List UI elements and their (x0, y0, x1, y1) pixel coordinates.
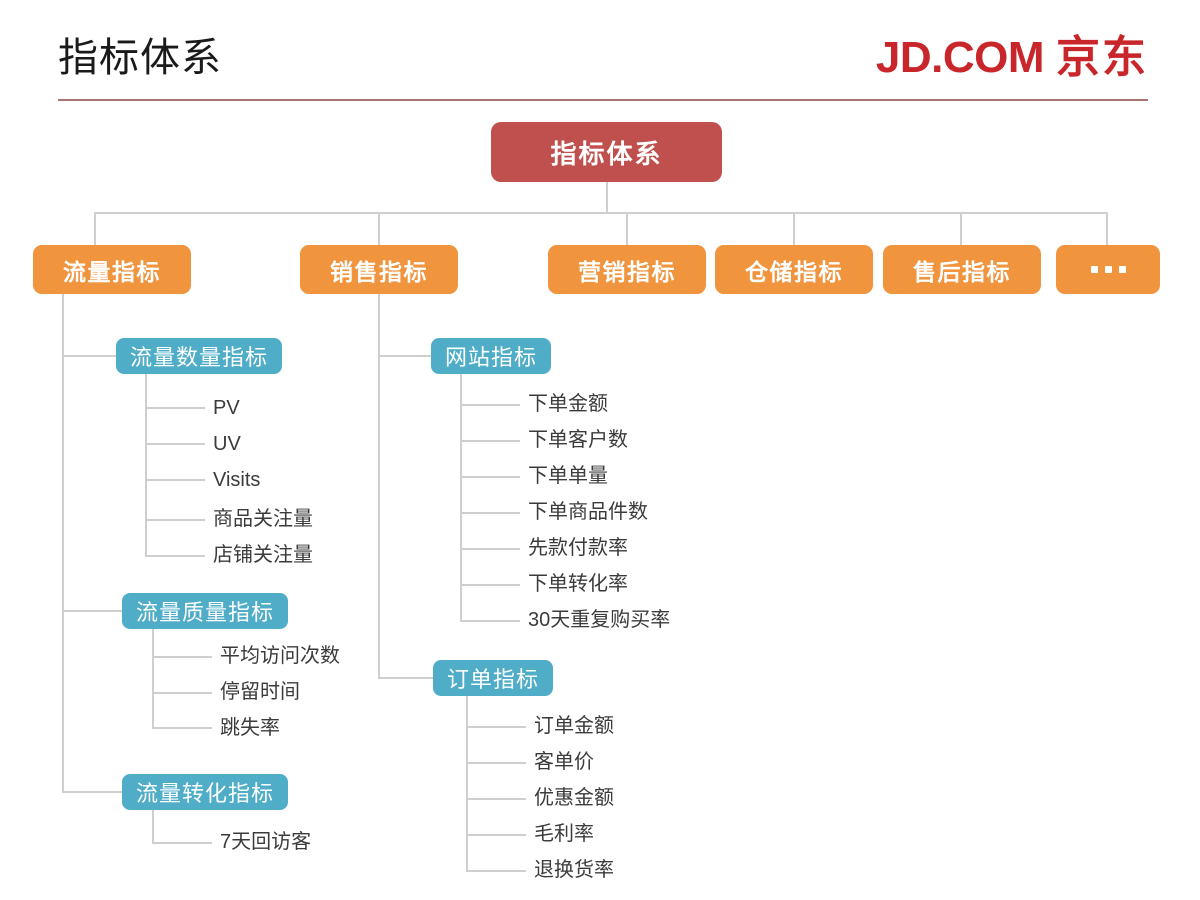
leaf-item: PV (213, 397, 240, 419)
leaf-item: 7天回访客 (220, 831, 312, 853)
leaf-item: 下单转化率 (528, 573, 628, 595)
connector-stub-g4-2 (460, 440, 520, 442)
connector-level2-bus (94, 212, 1106, 214)
leaf-item: Visits (213, 469, 261, 491)
leaf-item: 优惠金额 (534, 787, 614, 809)
node-level3-wangzhanzhibiao[interactable]: 网站指标 (431, 338, 552, 374)
connector-stub-g4-5 (460, 548, 520, 550)
node-level2-xiaoshouzhibiao[interactable]: 销售指标 (300, 245, 458, 294)
node-level2-more[interactable] (1056, 245, 1160, 294)
connector-stub-g4-6 (460, 584, 520, 586)
leaf-item: 订单金额 (534, 715, 614, 737)
connector-branch-xiaoshou-1 (378, 355, 432, 357)
node-root-zhibiaotixi[interactable]: 指标体系 (491, 122, 722, 182)
ellipsis-icon (1090, 266, 1126, 273)
page-title: 指标体系 (58, 36, 222, 80)
node-level2-shouhouzhibiao[interactable]: 售后指标 (883, 245, 1041, 294)
leaf-item: 下单商品件数 (528, 501, 648, 523)
connector-spine-liuliangzhuanhua (152, 809, 154, 842)
connector-stub-g1-1 (145, 407, 205, 409)
connector-trunk-liuliang (62, 294, 64, 792)
leaf-item: UV (213, 433, 241, 455)
node-level2-cangchuzhibiao[interactable]: 仓储指标 (715, 245, 873, 294)
connector-trunk-xiaoshou (378, 294, 380, 677)
connector-stub-g4-3 (460, 476, 520, 478)
leaf-item: 退换货率 (534, 859, 614, 881)
connector-branch-liuliang-3 (62, 791, 122, 793)
node-level3-liuliangzhiliangzhibiao[interactable]: 流量质量指标 (122, 593, 289, 629)
connector-spine-liuliangshuliang (145, 373, 147, 556)
connector-spine-liuliangzhiliang (152, 628, 154, 727)
leaf-item: 平均访问次数 (220, 645, 340, 667)
leaf-item: 商品关注量 (213, 508, 313, 530)
leaf-item: 停留时间 (220, 681, 300, 703)
connector-stub-g1-4 (145, 519, 205, 521)
connector-stub-g1-2 (145, 443, 205, 445)
connector-stub-g1-5 (145, 555, 205, 557)
connector-stub-g5-4 (466, 834, 526, 836)
connector-stub-g4-7 (460, 620, 520, 622)
node-level3-liuliangshuliangzhibiao[interactable]: 流量数量指标 (116, 338, 283, 374)
connector-drop-xiaoshou (378, 212, 380, 245)
connector-stub-g4-4 (460, 512, 520, 514)
connector-root-stem (606, 182, 608, 213)
connector-stub-g5-3 (466, 798, 526, 800)
connector-stub-g2-1 (152, 656, 212, 658)
leaf-item: 下单金额 (528, 393, 608, 415)
leaf-item: 毛利率 (534, 823, 594, 845)
connector-stub-g2-3 (152, 727, 212, 729)
connector-stub-g3-1 (152, 842, 212, 844)
connector-drop-yingxiao (626, 212, 628, 245)
leaf-item: 跳失率 (220, 717, 280, 739)
jd-logo-latin: JD.COM (875, 33, 1045, 82)
connector-branch-liuliang-1 (62, 355, 116, 357)
connector-drop-more (1106, 212, 1108, 245)
connector-stub-g2-2 (152, 692, 212, 694)
leaf-item: 30天重复购买率 (528, 609, 671, 631)
jd-logo-chinese: 京东 (1056, 33, 1148, 82)
connector-spine-dingdan (466, 695, 468, 871)
connector-drop-shouhou (960, 212, 962, 245)
header-divider (58, 99, 1148, 101)
leaf-item: 先款付款率 (528, 537, 628, 559)
connector-stub-g5-5 (466, 870, 526, 872)
leaf-item: 下单单量 (528, 465, 608, 487)
leaf-item: 店铺关注量 (213, 544, 313, 566)
connector-branch-liuliang-2 (62, 610, 122, 612)
node-level2-yingxiaozhibiao[interactable]: 营销指标 (548, 245, 706, 294)
leaf-item: 下单客户数 (528, 429, 628, 451)
connector-drop-cangchu (793, 212, 795, 245)
node-level3-liuliangzhuanhuazhibiao[interactable]: 流量转化指标 (122, 774, 289, 810)
connector-spine-wangzhan (460, 373, 462, 621)
connector-drop-liuliang (94, 212, 96, 245)
connector-branch-xiaoshou-2 (378, 677, 433, 679)
connector-stub-g1-3 (145, 479, 205, 481)
leaf-item: 客单价 (534, 751, 594, 773)
node-level3-dingdanzhibiao[interactable]: 订单指标 (433, 660, 554, 696)
connector-stub-g5-1 (466, 726, 526, 728)
connector-stub-g5-2 (466, 762, 526, 764)
node-level2-liuliangzhibiao[interactable]: 流量指标 (33, 245, 191, 294)
connector-stub-g4-1 (460, 404, 520, 406)
